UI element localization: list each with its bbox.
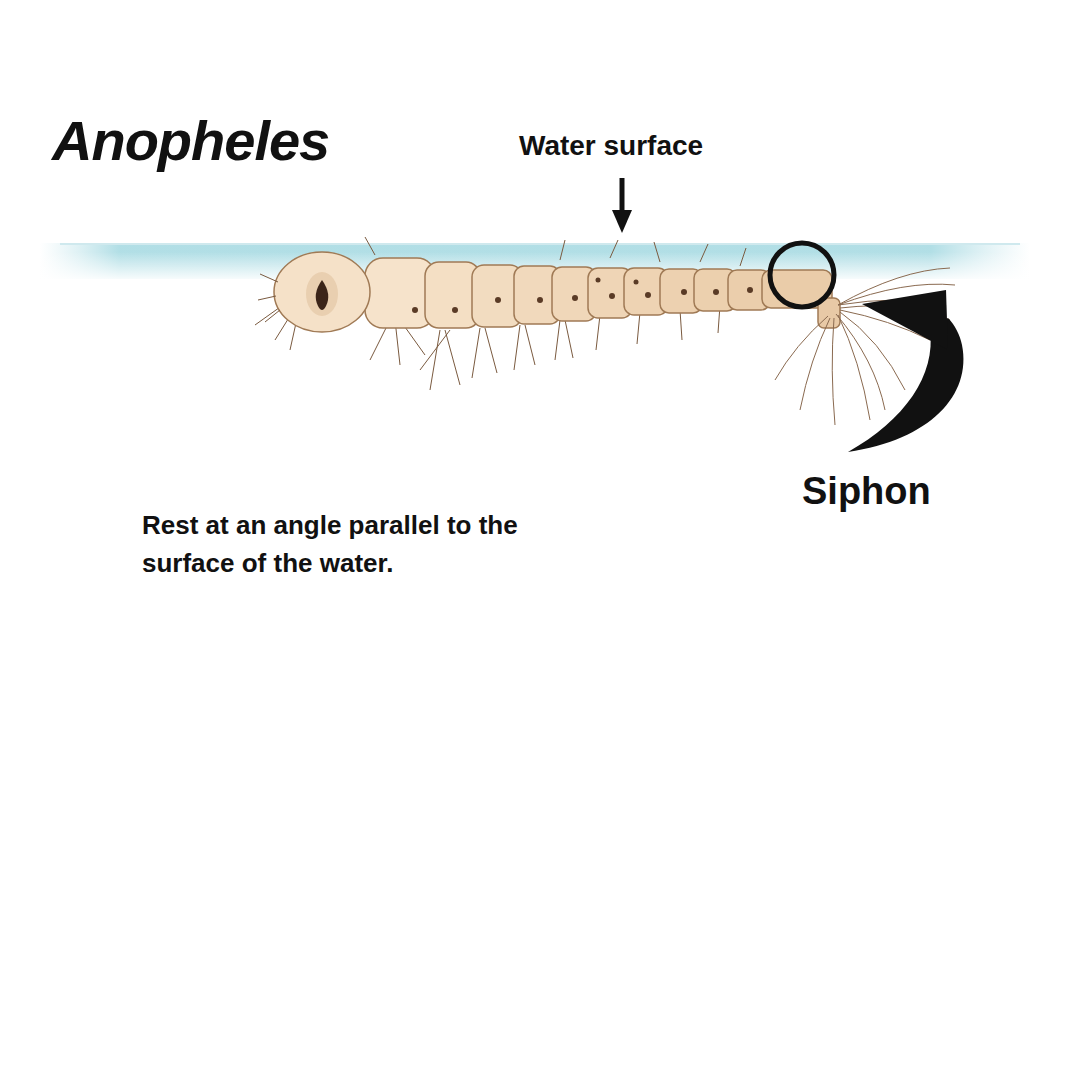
note-text: Rest at an angle parallel to the surface… (142, 506, 542, 583)
pointer-arrow (620, 178, 625, 214)
water-line (60, 243, 1020, 245)
title: Anopheles (52, 108, 329, 173)
water-surface-label: Water surface (519, 130, 703, 162)
siphon-label: Siphon (802, 470, 931, 513)
larva (255, 237, 955, 425)
highlight-circle (770, 243, 834, 307)
pointer-arrowhead (612, 210, 632, 233)
curved-arrowhead (862, 290, 948, 350)
